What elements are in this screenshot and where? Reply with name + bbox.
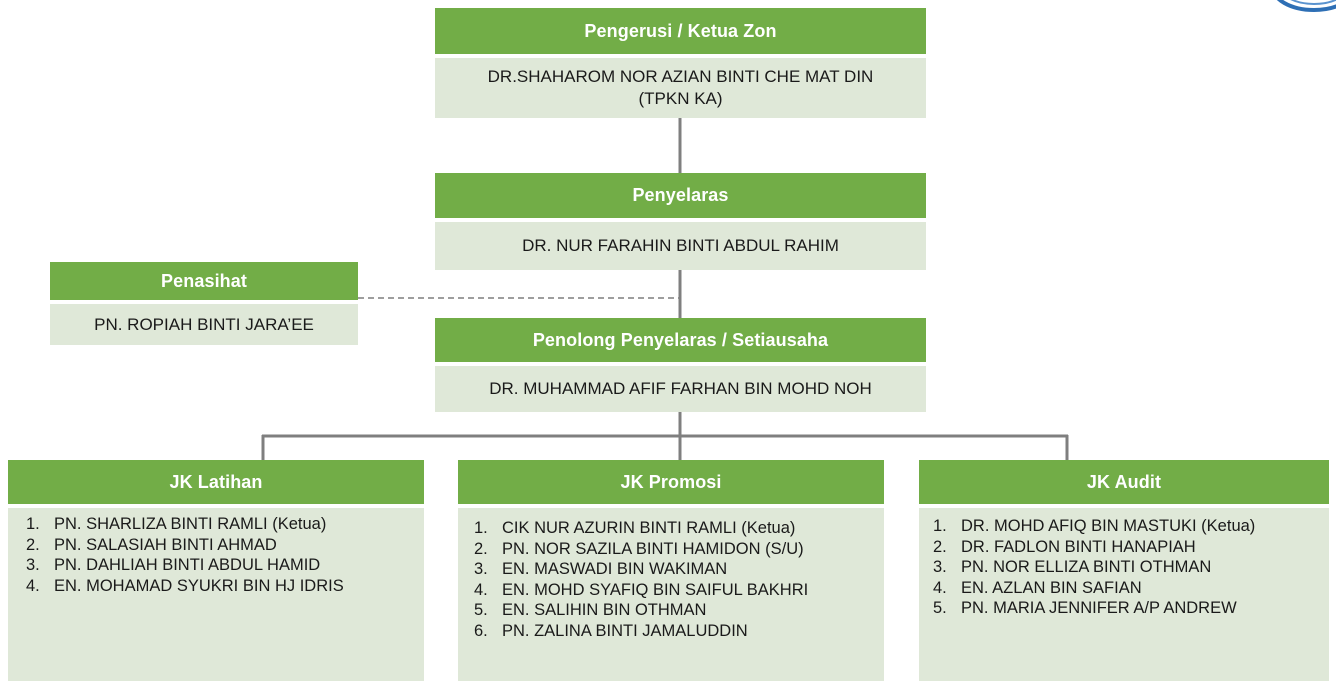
member-name: PN. NOR ELLIZA BINTI OTHMAN [961,558,1212,576]
list-item: 3.PN. DAHLIAH BINTI ABDUL HAMID [26,556,321,574]
emblem-logo-icon [1266,0,1336,16]
advisor-name: PN. ROPIAH BINTI JARA’EE [50,304,358,345]
chairman-name-box: DR.SHAHAROM NOR AZIAN BINTI CHE MAT DIN … [435,58,926,118]
list-item: 3.PN. NOR ELLIZA BINTI OTHMAN [933,558,1212,576]
list-item: 5.EN. SALIHIN BIN OTHMAN [474,601,707,619]
coordinator-title: Penyelaras [435,173,926,218]
member-name: EN. MASWADI BIN WAKIMAN [502,560,728,578]
list-item: 4.EN. AZLAN BIN SAFIAN [933,578,1142,597]
list-item: 1.PN. SHARLIZA BINTI RAMLI (Ketua) [26,515,327,533]
member-name: CIK NUR AZURIN BINTI RAMLI (Ketua) [502,519,796,537]
chairman-name: DR.SHAHAROM NOR AZIAN BINTI CHE MAT DIN [487,67,874,86]
committee-audit-list: 1.DR. MOHD AFIQ BIN MASTUKI (Ketua) 2.DR… [919,508,1329,681]
assistant-name: DR. MUHAMMAD AFIF FARHAN BIN MOHD NOH [435,366,926,412]
member-name: PN. MARIA JENNIFER A/P ANDREW [961,599,1237,617]
member-name: EN. MOHAMAD SYUKRI BIN HJ IDRIS [54,576,344,595]
member-name: PN. DAHLIAH BINTI ABDUL HAMID [54,556,321,574]
coordinator-name: DR. NUR FARAHIN BINTI ABDUL RAHIM [435,222,926,270]
member-name: PN. SALASIAH BINTI AHMAD [54,535,277,554]
list-item: 2.DR. FADLON BINTI HANAPIAH [933,537,1196,556]
member-name: EN. MOHD SYAFIQ BIN SAIFUL BAKHRI [502,580,809,599]
committee-audit-title: JK Audit [919,460,1329,504]
list-item: 5.PN. MARIA JENNIFER A/P ANDREW [933,599,1237,617]
list-item: 6.PN. ZALINA BINTI JAMALUDDIN [474,621,748,640]
member-name: DR. FADLON BINTI HANAPIAH [961,537,1196,556]
list-item: 4.EN. MOHD SYAFIQ BIN SAIFUL BAKHRI [474,580,809,599]
list-item: 2.PN. SALASIAH BINTI AHMAD [26,535,277,554]
advisor-title: Penasihat [50,262,358,300]
member-name: EN. SALIHIN BIN OTHMAN [502,601,707,619]
committee-promosi-list: 1.CIK NUR AZURIN BINTI RAMLI (Ketua) 2.P… [458,508,884,681]
list-item: 1.DR. MOHD AFIQ BIN MASTUKI (Ketua) [933,517,1256,535]
member-name: PN. ZALINA BINTI JAMALUDDIN [502,621,748,640]
committee-latihan-title: JK Latihan [8,460,424,504]
member-name: PN. NOR SAZILA BINTI HAMIDON (S/U) [502,539,804,558]
assistant-title: Penolong Penyelaras / Setiausaha [435,318,926,362]
member-name: EN. AZLAN BIN SAFIAN [961,578,1142,597]
chairman-position: (TPKN KA) [638,89,723,108]
committee-promosi-title: JK Promosi [458,460,884,504]
list-item: 2.PN. NOR SAZILA BINTI HAMIDON (S/U) [474,539,804,558]
list-item: 3.EN. MASWADI BIN WAKIMAN [474,560,728,578]
list-item: 1.CIK NUR AZURIN BINTI RAMLI (Ketua) [474,519,796,537]
member-name: PN. SHARLIZA BINTI RAMLI (Ketua) [54,515,327,533]
committee-latihan-list: 1.PN. SHARLIZA BINTI RAMLI (Ketua) 2.PN.… [8,508,424,681]
member-name: DR. MOHD AFIQ BIN MASTUKI (Ketua) [961,517,1256,535]
chairman-title: Pengerusi / Ketua Zon [435,8,926,54]
list-item: 4.EN. MOHAMAD SYUKRI BIN HJ IDRIS [26,576,344,595]
